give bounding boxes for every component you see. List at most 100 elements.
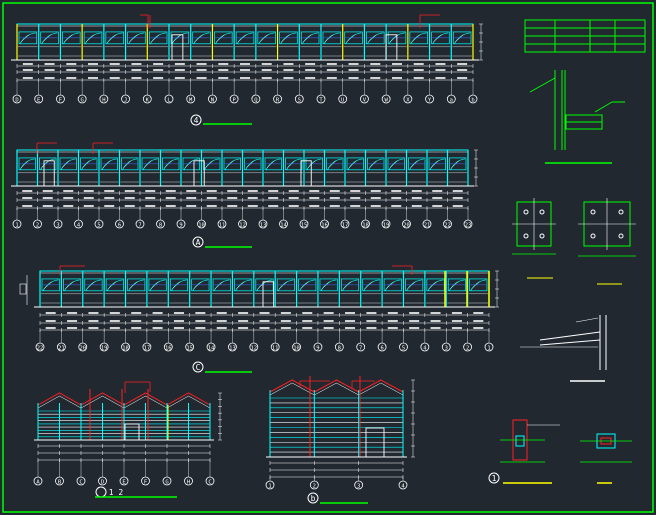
dimension-row <box>16 69 474 74</box>
axis-bubble: 20 <box>78 330 88 352</box>
axis-label: 21 <box>58 346 65 352</box>
elevation-bay <box>404 278 424 304</box>
elevation-bay <box>387 157 406 183</box>
axis-bubble: 8 <box>156 208 165 229</box>
elevation-bay <box>452 31 472 57</box>
elevation-bay <box>126 278 146 304</box>
axis-bubble: P <box>229 80 239 104</box>
axis-label: 4 <box>401 484 405 490</box>
axis-bubble: 18 <box>361 208 370 229</box>
dimension-row <box>16 197 469 202</box>
gable-left-caption-text: 1 2 <box>109 488 124 497</box>
axis-bubble: 6 <box>115 208 124 229</box>
axis-label: 2 <box>36 223 39 229</box>
axis-label: 19 <box>383 223 390 229</box>
elevation-bay <box>59 157 78 183</box>
elevation-bay <box>264 157 283 183</box>
axis-label: 9 <box>316 346 319 352</box>
elevation-bay <box>39 31 60 57</box>
axis-label: 14 <box>208 346 215 352</box>
axis-bubble: Y <box>425 80 434 104</box>
axis-label: 7 <box>138 223 141 229</box>
axis-bubble: K <box>142 80 152 104</box>
elevation-bay <box>340 278 360 304</box>
axis-bubble: G <box>77 80 87 104</box>
left-height-marker <box>19 275 28 305</box>
elevation-bay <box>468 278 488 304</box>
detail-eave <box>520 315 607 382</box>
axis-label: 15 <box>301 223 308 229</box>
axis-bubble: 14 <box>279 208 288 229</box>
axis-label: 17 <box>144 346 151 352</box>
axis-label: L <box>167 98 171 104</box>
axis-label: 13 <box>260 223 267 229</box>
axis-bubble: 16 <box>163 330 173 352</box>
elevation-bay <box>126 31 147 57</box>
elevation-bay <box>430 31 451 57</box>
callout-leader <box>92 142 113 154</box>
callout-leader <box>59 265 85 275</box>
elevation-bay <box>213 31 234 57</box>
axis-bubble: 19 <box>381 208 391 229</box>
axis-label: M <box>189 98 193 104</box>
axis-bubble: 4 <box>420 330 430 352</box>
axis-label: a <box>450 98 453 104</box>
axis-bubble: 23 <box>463 208 473 229</box>
axis-label: 9 <box>179 223 182 229</box>
axis-bubble: 22 <box>35 330 45 352</box>
roof-rafter <box>314 379 359 393</box>
axis-label: 11 <box>219 223 226 229</box>
axis-bubble: 19 <box>99 330 109 352</box>
axis-bubble: 11 <box>217 208 227 229</box>
elevation-bay <box>297 278 317 304</box>
axis-label: E <box>37 98 40 104</box>
axis-label: 8 <box>159 223 162 229</box>
elevation-bay <box>147 278 168 304</box>
axis-bubble: U <box>338 80 348 104</box>
axis-label: F <box>144 480 147 486</box>
elevation-bay <box>100 157 119 183</box>
elevation-middle-caption: A <box>192 236 252 248</box>
elevation-bay <box>343 31 364 57</box>
axis-label: 20 <box>79 346 86 352</box>
axis-label: 15 <box>186 346 193 352</box>
elevation-bay <box>448 157 467 183</box>
gable-right-caption-text: b <box>311 494 316 503</box>
axis-label: 2 <box>313 484 316 490</box>
axis-bubble: A <box>33 460 43 486</box>
elevation-bay <box>243 157 262 183</box>
elevation-bay <box>447 278 467 304</box>
axis-bubble: L <box>164 80 174 104</box>
axis-label: P <box>232 98 236 104</box>
callout-leader <box>140 14 149 28</box>
door <box>365 427 385 458</box>
elevation-bay <box>408 31 429 57</box>
axis-bubble: 22 <box>443 208 452 229</box>
axis-bubble: 1 <box>484 330 494 352</box>
elevation-lower-caption: C <box>192 361 252 373</box>
elevation-bay <box>428 157 447 183</box>
axis-label: 18 <box>122 346 129 352</box>
elevation-bay <box>61 31 82 57</box>
axis-bubble: 10 <box>292 330 301 352</box>
elevation-top-caption-text: 4 <box>194 116 199 125</box>
elevation-bay <box>120 157 139 183</box>
axis-label: 13 <box>229 346 236 352</box>
elevation-bay <box>212 278 232 304</box>
axis-bubble: 15 <box>299 208 309 229</box>
elevation-lower-caption-text: C <box>196 363 201 372</box>
axis-label: 1 <box>15 223 18 229</box>
elevation-bay <box>105 278 125 304</box>
elevation-bay <box>365 31 386 57</box>
axis-bubble: 5 <box>399 330 408 352</box>
axis-bubble: 9 <box>313 330 323 352</box>
axis-bubble: 4 <box>74 208 83 229</box>
axis-bubble: 3 <box>354 477 364 490</box>
axis-bubble: N <box>208 80 217 104</box>
elevation-bay <box>62 278 82 304</box>
detail-base-plates <box>512 198 636 285</box>
elevation-bay <box>254 278 275 304</box>
elevation-bay <box>366 157 385 183</box>
